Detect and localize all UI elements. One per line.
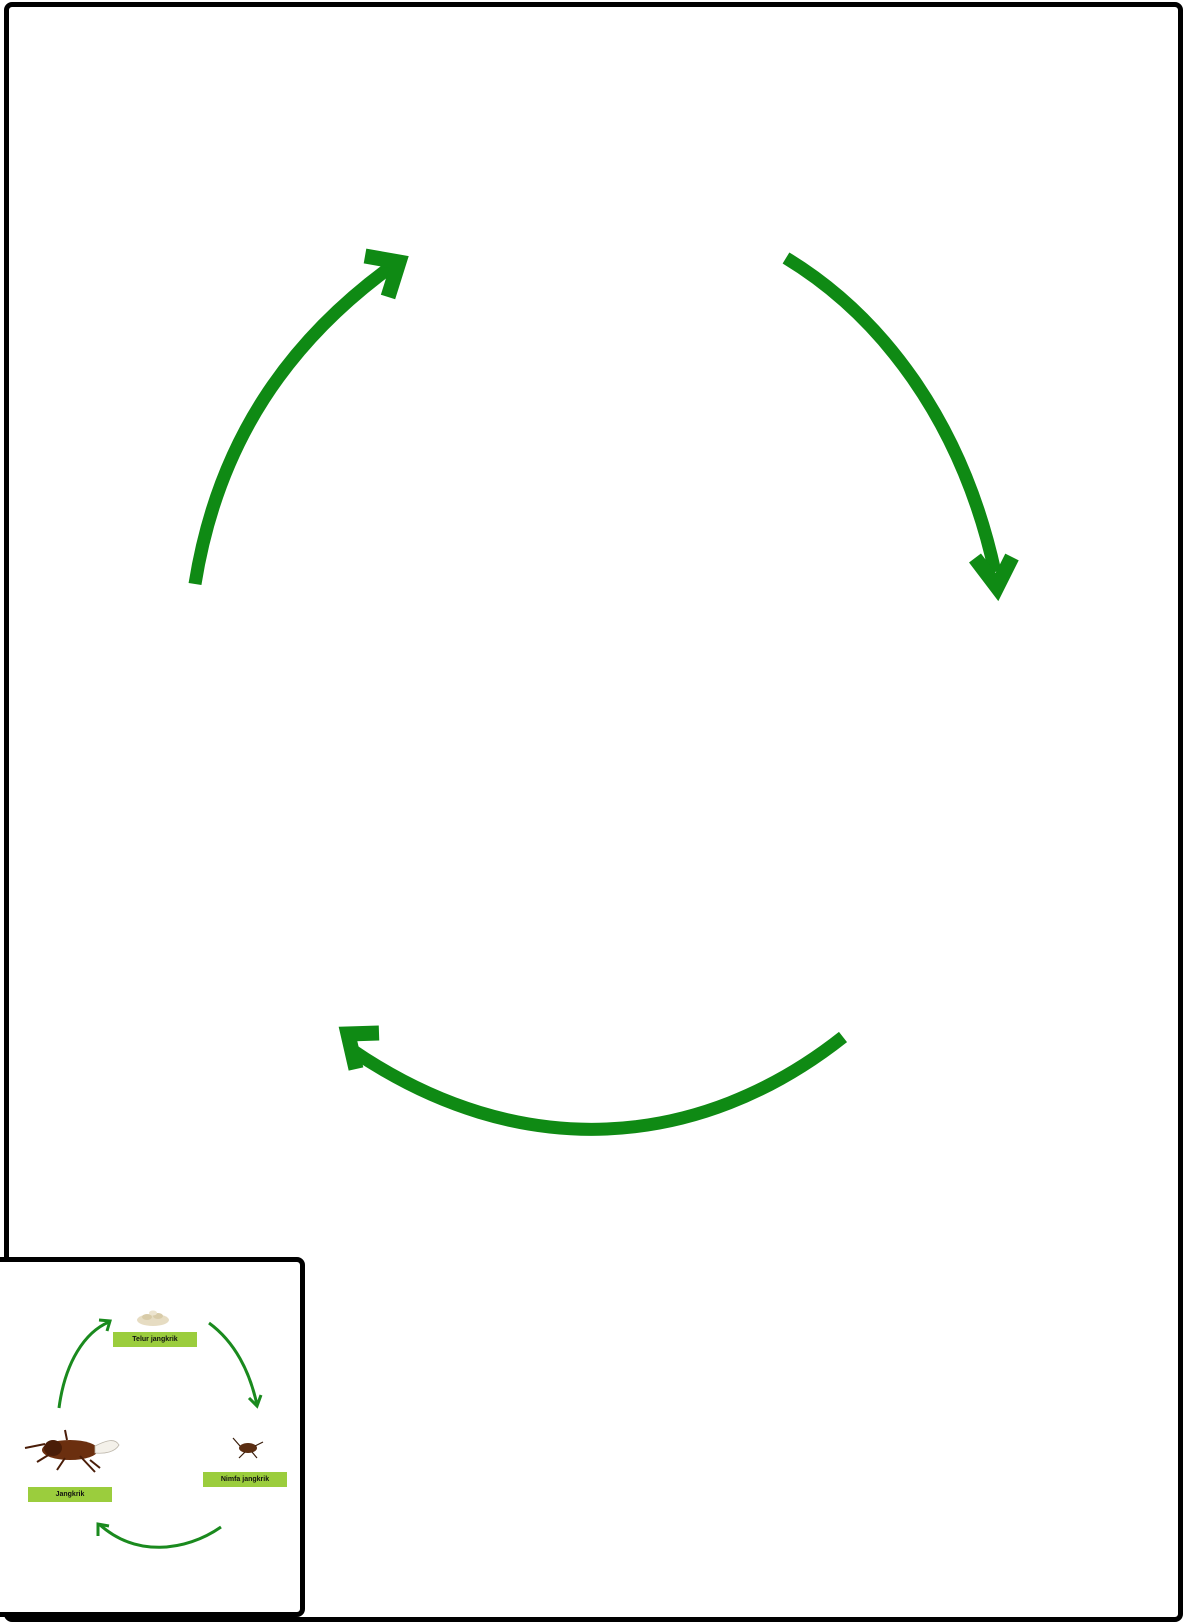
arrow-egg-to-nymph (786, 258, 995, 572)
nymph-cricket-icon (233, 1438, 263, 1458)
thumb-arrow-egg-to-nymph (209, 1323, 257, 1405)
arrow-nymph-to-adult (352, 1037, 843, 1129)
stage-label-nymph: Nimfa jangkrik (203, 1472, 287, 1487)
thumb-arrow-nymph-to-adult (99, 1524, 221, 1547)
adult-cricket-icon (25, 1430, 119, 1472)
egg-cluster-icon (137, 1311, 169, 1327)
thumb-arrow-adult-to-egg (59, 1322, 109, 1408)
reference-thumbnail: Telur jangkrik Nimfa jangkrik Jangkrik (0, 1257, 305, 1617)
stage-label-egg: Telur jangkrik (113, 1332, 197, 1347)
arrow-adult-to-egg (195, 266, 392, 584)
thumbnail-diagram (0, 1262, 305, 1617)
stage-label-adult: Jangkrik (28, 1487, 112, 1502)
